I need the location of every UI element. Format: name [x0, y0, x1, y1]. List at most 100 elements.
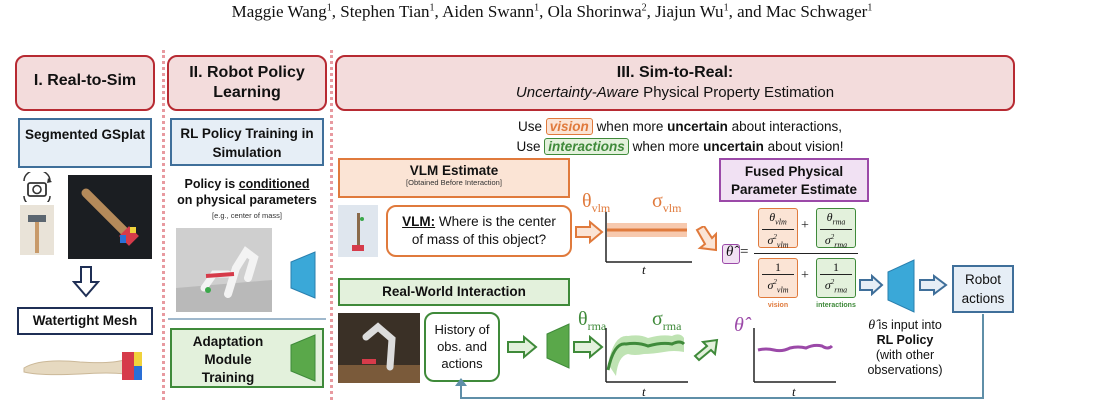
- fused-estimate-plot: [753, 328, 836, 383]
- theta-symbol: θ: [769, 210, 776, 224]
- sigma-symbol: σ: [652, 190, 663, 212]
- affiliation-mark: 1: [326, 2, 332, 14]
- down-arrow-icon: [72, 266, 100, 298]
- vision-tag: vision: [545, 118, 593, 135]
- affiliation-mark: 1: [534, 2, 540, 14]
- cond-word: conditioned: [238, 177, 310, 191]
- right-arrow-icon: [859, 274, 884, 296]
- subtitle-emphasis: Uncertainty-Aware: [515, 84, 640, 101]
- box-label: Segmented GSplat: [24, 127, 146, 142]
- interaction-term-box: [816, 208, 856, 248]
- superscript: 2: [773, 233, 777, 242]
- box-label: RL Policy Training in Simulation: [180, 126, 314, 160]
- affiliation-mark: 1: [429, 2, 435, 14]
- theta-hat-tag: [722, 244, 740, 264]
- subscript: vlm: [776, 285, 789, 295]
- plus-sign: +: [801, 268, 809, 283]
- box-label: Watertight Mesh: [32, 313, 138, 328]
- subscript: rma: [834, 285, 848, 295]
- right-arrow-icon: [507, 335, 538, 359]
- box-label: Real-World Interaction: [382, 284, 526, 299]
- diagonal-arrow-icon: [695, 226, 717, 252]
- right-arrow-icon: [575, 220, 604, 244]
- instruction-mid: when more: [632, 139, 700, 154]
- camera-icon: [23, 172, 52, 202]
- uncertain-word: uncertain: [667, 119, 728, 134]
- section-header-policy-learning: II. Robot Policy Learning: [167, 55, 327, 111]
- column-separator: [330, 50, 333, 400]
- equals-sign: =: [740, 244, 749, 260]
- box-label: Adaptation Module Training: [192, 334, 264, 385]
- instruction-line-vision: Use vision when more uncertain about int…: [480, 117, 880, 137]
- box-label: Fused Physical Parameter Estimate: [730, 164, 858, 197]
- theta-vlm-label: θvlm: [582, 190, 610, 216]
- main-fraction-bar: [754, 253, 858, 254]
- t-axis-label: t: [642, 262, 646, 277]
- vision-num-fraction: θvlm σ2vlm: [758, 210, 798, 253]
- section-header-sim-to-real: III. Sim-to-Real: Uncertainty-Aware Phys…: [335, 55, 1015, 111]
- sigma-symbol: σ: [767, 278, 774, 292]
- subscript: rma: [834, 240, 848, 250]
- vlm-estimate-plot: [605, 212, 692, 263]
- column-separator: [162, 50, 165, 400]
- superscript: 2: [773, 278, 777, 286]
- segmented-gsplat-box: Segmented GSplat: [18, 118, 152, 168]
- section-title: II. Robot Policy Learning: [189, 64, 305, 101]
- superscript: 2: [830, 233, 835, 242]
- box-label: VLM Estimate: [409, 163, 499, 178]
- sigma-symbol: σ: [824, 233, 831, 248]
- section-subtitle: Uncertainty-Aware Physical Property Esti…: [337, 83, 1013, 103]
- adaptation-network-icon: [546, 323, 570, 369]
- instruction-end: about interactions,: [731, 119, 842, 134]
- real-robot-photo: [338, 313, 420, 383]
- theta-input-caption: θ̂ is input into RL Policy (with other o…: [850, 318, 960, 378]
- affiliation-mark: 1: [867, 2, 873, 14]
- section-title: I. Real-to-Sim: [33, 72, 137, 89]
- right-arrow-icon: [573, 335, 604, 359]
- sigma-rma-label: σrma: [652, 308, 681, 334]
- box-note: [Obtained Before Interaction]: [406, 178, 502, 187]
- vlm-query-bubble: VLM: Where is the center of mass of this…: [386, 205, 572, 257]
- cond-prefix: Policy is: [184, 177, 239, 191]
- instruction-line-interactions: Use interactions when more uncertain abo…: [480, 137, 880, 157]
- vlm-question: Where is the center of mass of this obje…: [411, 214, 556, 247]
- interaction-den-fraction: 1 σ2rma: [816, 260, 856, 297]
- t-axis-label: t: [792, 384, 796, 399]
- diagonal-arrow-icon: [693, 338, 719, 362]
- estimate-line: [606, 340, 686, 371]
- vision-den-fraction: 1 σ2vlm: [758, 260, 798, 297]
- policy-conditioning-text: Policy is conditioned on physical parame…: [166, 176, 328, 224]
- section-header-real-to-sim: I. Real-to-Sim: [15, 55, 155, 111]
- caption-text: (with other observations): [867, 348, 943, 377]
- subscript: vlm: [591, 201, 611, 215]
- interaction-num-fraction: θrma σ2rma: [816, 210, 856, 253]
- numerator-one: 1: [762, 260, 794, 275]
- affiliation-mark: 2: [641, 2, 647, 14]
- instruction-end: about vision!: [767, 139, 844, 154]
- fused-estimate-box: Fused Physical Parameter Estimate: [719, 158, 869, 202]
- adaptation-network-icon: [290, 334, 316, 382]
- object-photo: [338, 205, 378, 257]
- feedback-arrow: [455, 314, 984, 399]
- estimate-line: [757, 343, 834, 353]
- watertight-mesh-box: Watertight Mesh: [17, 307, 153, 335]
- author-name: Mac Schwager: [765, 2, 868, 21]
- caption-text: is input into: [875, 318, 942, 332]
- hammer-icon: [81, 188, 139, 246]
- author-name: Maggie Wang: [231, 2, 327, 21]
- author-name: Ola Shorinwa: [547, 2, 642, 21]
- subscript: vlm: [775, 217, 787, 227]
- author-line: Maggie Wang1, Stephen Tian1, Aiden Swann…: [231, 2, 873, 21]
- subscript: vlm: [662, 201, 682, 215]
- real-world-interaction-box: Real-World Interaction: [338, 278, 570, 306]
- vision-term-box: [758, 208, 798, 248]
- subscript: rma: [662, 319, 682, 333]
- policy-network-icon: [290, 251, 316, 299]
- vlm-label: VLM:: [402, 214, 436, 229]
- theta-hat-plot-label: θ̂: [734, 314, 744, 336]
- plus-sign: +: [801, 218, 809, 233]
- policy-network-icon: [887, 259, 915, 313]
- subtitle-rest: Physical Property Estimation: [639, 84, 835, 101]
- vision-term-box: [758, 258, 798, 298]
- robot-arm-icon: [176, 228, 272, 312]
